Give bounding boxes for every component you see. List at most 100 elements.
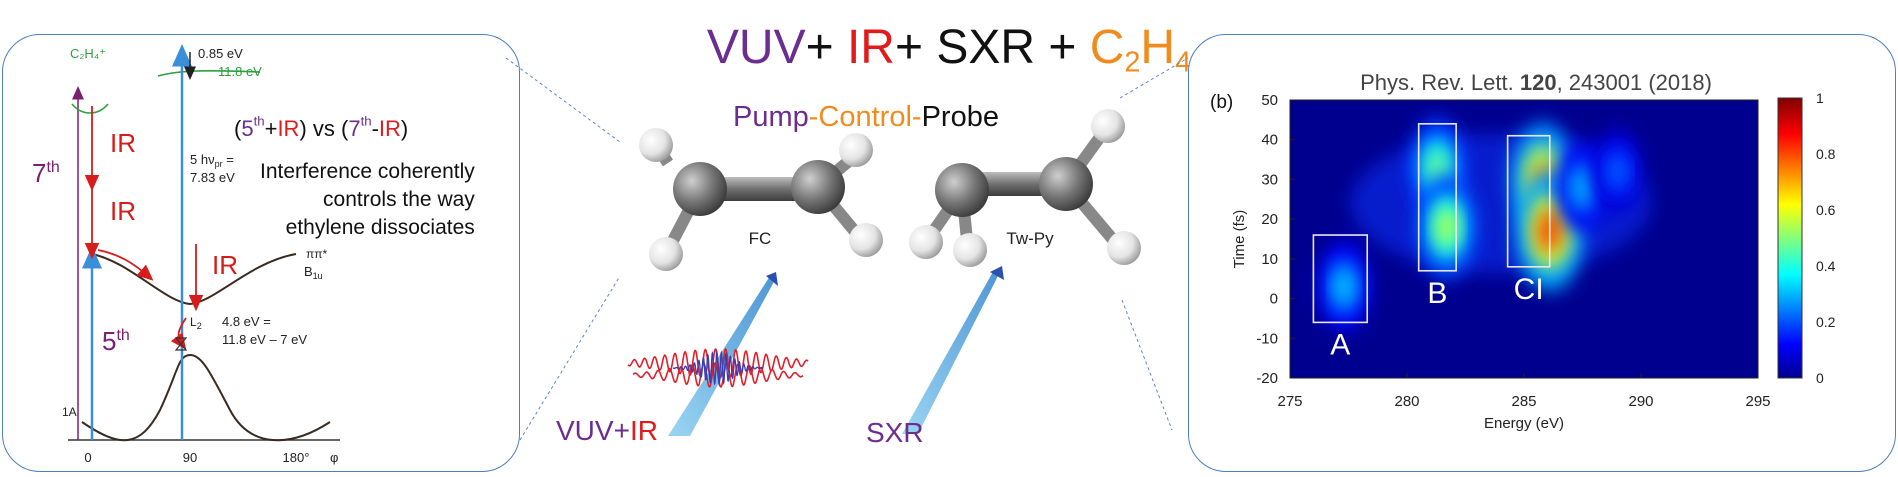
y-tick-label: -20 [1256,370,1278,387]
x-tick-label: 280 [1394,393,1419,410]
region-label-ci: CI [1514,273,1544,306]
inset-title: (5th+IR) vs (7th-IR) [234,113,409,142]
pipi-label: ππ* [306,247,328,261]
vuv-ir-label: VUV+IR [556,415,658,446]
sxr-label: SXR [866,417,924,448]
hv-value: 7.83 eV [190,170,235,185]
inset-title-part: th [360,113,372,129]
x-tick-180: 180° [283,450,310,465]
y-tick-label: 30 [1261,171,1278,188]
chart-title: Phys. Rev. Lett. 120, 243001 (2018) [1360,70,1712,95]
twpy-molecule [909,109,1141,267]
colorbar-tick-label: 0.8 [1816,146,1836,162]
cation-label: C₂H₄⁺ [70,46,106,61]
pcp-part: Probe [921,101,999,133]
cation-curve-right [157,70,261,77]
colorbar-tick-label: 0.2 [1816,314,1836,330]
colorbar-tick-label: 0.4 [1816,258,1836,274]
pump-control-probe-label: Pump-Control-Probe [733,101,999,134]
main-title: VUV+ IR+ SXR + C2H4 [0,20,1898,77]
l2-label: L2 [190,315,202,331]
green-energy-label: 11.8 eV [218,64,262,79]
inset-title-part: IR [378,116,401,141]
region-box-b [1417,123,1457,272]
fc-molecule [639,128,883,271]
sxr-beam-tip [990,266,1004,280]
x-tick-90: 90 [183,450,197,465]
title-part: IR [846,21,895,74]
region-label-b: B [1427,277,1447,310]
seventh-label: 7th [32,158,60,188]
energy-eq-line2: 11.8 eV – 7 eV [222,332,307,347]
ir-label-1: IR [110,128,136,158]
phi-label: φ [330,450,338,465]
y-tick-label: 50 [1261,92,1278,109]
fc-label: FC [749,229,772,248]
energy-level-diagram: C₂H₄⁺ 0.85 eV 11.8 eV IR IR IR 7th 5th 5… [32,44,340,465]
colorbar [1777,97,1803,379]
heatmap-feature [1609,155,1627,188]
twpy-label: Tw-Py [1006,229,1054,248]
fifth-label: 5th [102,326,130,356]
colorbar-tick-label: 1 [1816,90,1824,106]
y-tick-label: 20 [1261,211,1278,228]
dissociation-arrow [170,317,187,350]
inset-title-part: ( [234,116,242,141]
y-axis-label: Time (fs) [1231,210,1248,269]
vuv-ir-beam-tip [766,272,778,286]
heatmap-feature [1334,269,1353,304]
top-energy-label: 0.85 eV [198,46,243,61]
y-tick-label: 40 [1261,132,1278,149]
colorbar-ticks: 1 0.8 0.6 0.4 0.2 0 [1816,90,1836,386]
hourglass-icon [174,337,188,351]
connector-left-bottom [519,275,621,441]
colorbar-tick-label: 0.6 [1816,202,1836,218]
region-box-ci [1506,134,1551,268]
y-tick-label: -10 [1256,330,1278,347]
colorbar-tick-label: 0 [1816,370,1824,386]
heatmap-feature [1573,170,1592,204]
y-tick-label: 0 [1270,291,1278,308]
x-tick-0: 0 [84,450,91,465]
pcp-part: Pump [733,101,809,133]
inset-title-part: IR [277,116,300,141]
x-tick-label: 285 [1511,393,1536,410]
inset-title-part: ) [400,116,409,141]
ir-label-2: IR [110,196,136,226]
ir-label-3: IR [212,250,238,280]
connector-right-top [1119,57,1189,99]
panel-label: (b) [1210,92,1233,113]
inset-title-part: ) vs ( [299,116,349,141]
title-part: 2 [1124,46,1141,79]
region-box-a [1312,234,1369,324]
x-axis-label: Energy (eV) [1484,415,1564,432]
b1u-label: B1u [304,264,323,281]
title-part: + [805,21,847,74]
sxr-beam [902,270,1000,434]
region-label-a: A [1330,328,1350,361]
connector-right-bottom [1121,299,1173,431]
interference-text: Interference coherently controls the way… [260,160,475,239]
pcp-part: -Control- [808,101,922,133]
ground-state-curve [81,353,331,442]
heatmap-area [1290,100,1758,378]
inset-title-part: + [264,116,278,141]
title-part: 4 [1175,46,1192,79]
vuv-wave [672,349,764,387]
heatmap-feature [1436,207,1458,247]
title-part: C [1089,21,1125,74]
wavepacket-arrow [97,249,154,281]
x-tick-label: 290 [1628,393,1653,410]
title-part: + SXR + [894,21,1090,74]
title-part: VUV [706,21,806,74]
x-tick-label: 295 [1745,393,1770,410]
title-part: H [1140,21,1176,74]
inset-title-part: th [253,113,265,129]
axes: A B CI 275 280 285 290 295 50 40 30 20 10 0 -10 -20 [1256,92,1770,410]
inset-title-part: 7 [348,116,361,141]
inset-title-part: - [371,116,379,141]
x-tick-label: 275 [1277,393,1302,410]
y-tick-label: 10 [1261,251,1278,268]
